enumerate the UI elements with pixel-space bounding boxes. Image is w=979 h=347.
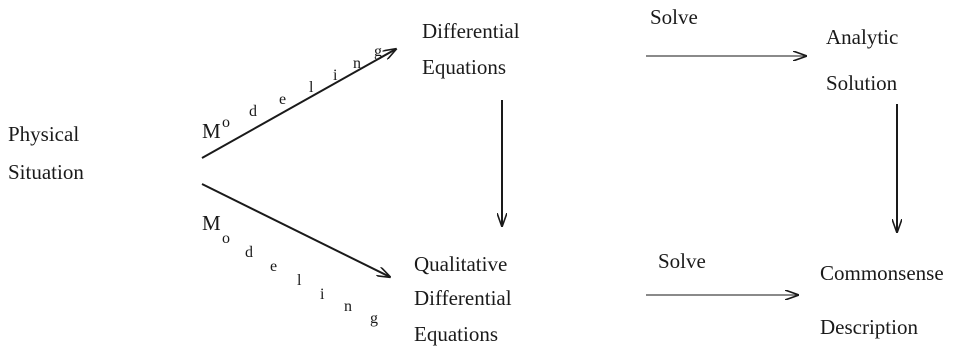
modeling-upper-letter-5: i — [333, 67, 338, 84]
physical-line1: Physical — [8, 122, 79, 146]
physical-line2: Situation — [8, 160, 84, 184]
edge-modeling-upper: M o d e l i n g — [201, 43, 396, 159]
node-commonsense-description: Commonsense Description — [820, 261, 944, 339]
modeling-lower-letter-6: n — [344, 298, 352, 315]
solve-lower-label: Solve — [658, 249, 706, 273]
node-qualitative-differential-equations: Qualitative Differential Equations — [414, 252, 512, 346]
modeling-upper-letter-4: l — [309, 79, 314, 96]
modeling-upper-letter-6: n — [353, 55, 361, 72]
qde-line1: Qualitative — [414, 252, 507, 276]
node-physical-situation: Physical Situation — [8, 122, 84, 184]
solve-upper-label: Solve — [650, 5, 698, 29]
qde-line2: Differential — [414, 286, 512, 310]
modeling-upper-letter-3: e — [279, 91, 286, 108]
edge-modeling-lower: M o d e l i n g — [201, 183, 390, 327]
commonsense-line2: Description — [820, 315, 918, 339]
modeling-lower-letter-5: i — [320, 286, 325, 303]
modeling-upper-letter-0: M — [202, 119, 221, 143]
modeling-lower-letter-0: M — [202, 211, 221, 235]
modeling-upper-letter-7: g — [374, 43, 382, 60]
modeling-lower-letter-3: e — [270, 258, 277, 275]
analytic-line2: Solution — [826, 71, 898, 95]
modeling-upper-label: M o d e l i n g — [202, 43, 382, 143]
modeling-lower-letter-2: d — [245, 244, 253, 261]
node-analytic-solution: Analytic Solution — [826, 25, 898, 95]
arrow-modeling-lower — [201, 183, 390, 277]
modeling-lower-letter-4: l — [297, 272, 302, 289]
modeling-lower-letter-7: g — [370, 310, 378, 327]
modeling-upper-letter-2: d — [249, 103, 257, 120]
arrow-modeling-upper — [201, 49, 396, 159]
qde-line3: Equations — [414, 322, 498, 346]
node-differential-equations: Differential Equations — [422, 19, 520, 79]
modeling-upper-letter-1: o — [222, 114, 230, 131]
modeling-lower-letter-1: o — [222, 230, 230, 247]
modeling-lower-label: M o d e l i n g — [202, 211, 378, 327]
diffeq-line1: Differential — [422, 19, 520, 43]
edge-solve-lower: Solve — [646, 249, 798, 295]
commonsense-line1: Commonsense — [820, 261, 944, 285]
diffeq-line2: Equations — [422, 55, 506, 79]
edge-solve-upper: Solve — [646, 5, 806, 56]
analytic-line1: Analytic — [826, 25, 898, 49]
